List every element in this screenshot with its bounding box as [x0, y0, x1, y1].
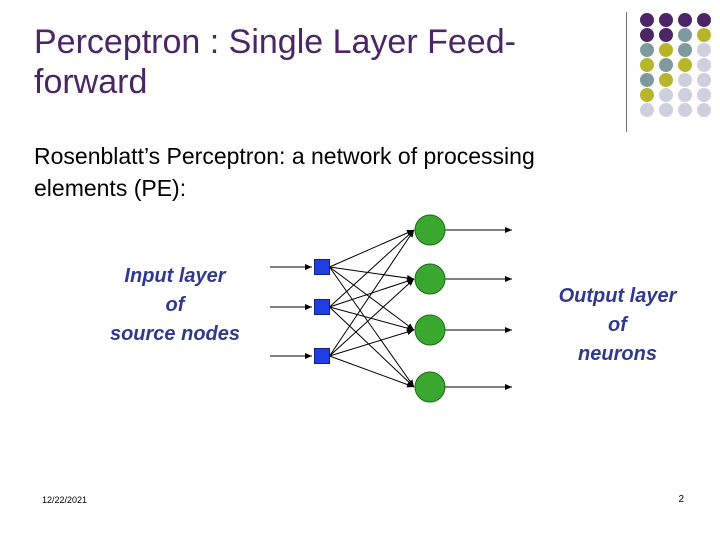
decorative-dot [678, 58, 692, 72]
input-node [314, 259, 330, 275]
weight-connection [329, 229, 415, 268]
title-line-2: forward [34, 63, 148, 101]
decorative-dot [697, 103, 711, 117]
decorative-dot [697, 13, 711, 27]
body-line-1: Rosenblatt’s Perceptron: a network of pr… [34, 143, 535, 169]
weight-connection [329, 266, 415, 331]
weight-connection [329, 266, 415, 388]
decorative-dot [697, 43, 711, 57]
input-node [314, 299, 330, 315]
output-label-line-1: Output layer [558, 285, 677, 307]
decorative-dot [678, 88, 692, 102]
decorative-dot [640, 88, 654, 102]
decorative-dot [678, 103, 692, 117]
decorative-dot [678, 13, 692, 27]
input-connectors [270, 264, 312, 359]
input-layer-label: Input layer of source nodes [90, 262, 260, 349]
weight-connection [329, 355, 415, 388]
weight-connection [329, 306, 415, 388]
weight-connection [329, 329, 415, 357]
decorative-dot [640, 43, 654, 57]
network-connections [329, 227, 512, 390]
network-nodes [314, 214, 446, 403]
input-label-line-2: of [165, 294, 185, 316]
decorative-dot [659, 13, 673, 27]
decorative-dot [640, 28, 654, 42]
output-neuron [414, 263, 446, 295]
decorative-dot [659, 58, 673, 72]
output-neuron [414, 314, 446, 346]
decorative-dot [697, 58, 711, 72]
weight-connection [329, 306, 415, 332]
decorative-dot [640, 13, 654, 27]
body-line-2: elements (PE): [34, 175, 187, 201]
input-label-line-3: source nodes [109, 323, 241, 345]
output-neuron [414, 214, 446, 246]
decorative-dot [678, 28, 692, 42]
decorative-dot [659, 88, 673, 102]
decorative-dot [659, 43, 673, 57]
decorative-dot [659, 73, 673, 87]
decorative-dot [640, 58, 654, 72]
output-label-line-3: neurons [578, 343, 657, 365]
decorative-dot [697, 28, 711, 42]
body-text: Rosenblatt’s Perceptron: a network of pr… [34, 140, 674, 204]
decorative-dot [697, 88, 711, 102]
footer-date: 12/22/2021 [42, 495, 88, 505]
output-layer-label: Output layer of neurons [540, 282, 695, 369]
decorative-dot [678, 73, 692, 87]
decorative-dot [697, 73, 711, 87]
decorative-dot-grid [640, 13, 711, 117]
input-node [314, 348, 330, 364]
decorative-dot [659, 103, 673, 117]
decorative-dot [678, 43, 692, 57]
output-neuron [414, 371, 446, 403]
decorative-dot [659, 28, 673, 42]
title-line-1: Perceptron : Single Layer Feed- [34, 23, 516, 61]
page-number: 2 [678, 494, 684, 505]
title-divider-line [626, 12, 627, 132]
weight-connection [329, 229, 415, 308]
weight-connection [329, 266, 415, 281]
input-label-line-1: Input layer [124, 265, 226, 287]
weight-connection [329, 278, 415, 357]
output-label-line-2: of [608, 314, 627, 336]
slide-title: Perceptron : Single Layer Feed- forward [34, 22, 634, 102]
decorative-dot [640, 103, 654, 117]
decorative-dot [640, 73, 654, 87]
weight-connection [329, 229, 415, 357]
